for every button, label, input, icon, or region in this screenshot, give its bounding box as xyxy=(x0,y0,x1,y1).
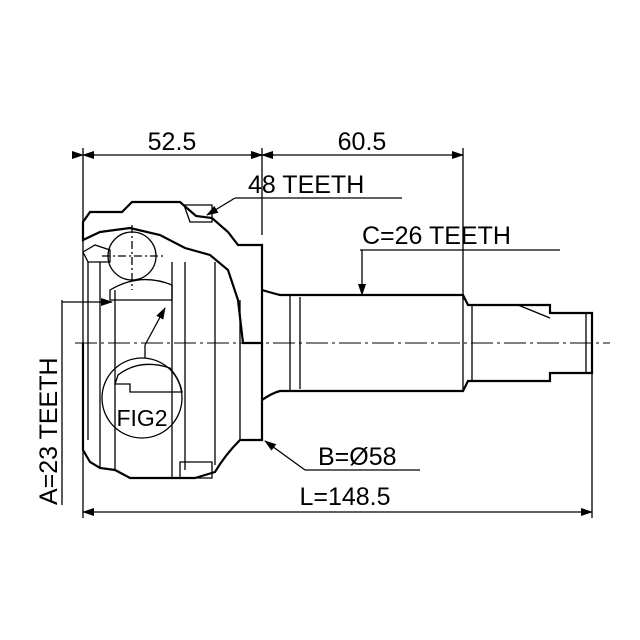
diameter-b-callout: B=Ø58 xyxy=(264,440,420,471)
spline-c-callout: C=26 TEETH xyxy=(358,222,560,296)
spline-a-label: A=23 TEETH xyxy=(35,357,63,505)
ball xyxy=(107,231,157,281)
spline-a-callout: A=23 TEETH xyxy=(35,298,113,505)
dimension-total-length: L=148.5 xyxy=(82,483,593,516)
joint-housing xyxy=(81,200,264,480)
dimension-52-5-label: 52.5 xyxy=(148,128,197,156)
shaft xyxy=(261,288,594,401)
total-length-label: L=148.5 xyxy=(299,483,390,511)
diameter-b-label: B=Ø58 xyxy=(318,443,397,471)
dimension-52-5: 52.5 xyxy=(72,128,263,159)
fig2-callout: FIG2 xyxy=(101,307,183,439)
outer-teeth-label: 48 TEETH xyxy=(248,171,364,199)
outer-teeth-callout: 48 TEETH xyxy=(206,171,402,216)
dimension-60-5: 60.5 xyxy=(82,128,464,159)
dimension-60-5-label: 60.5 xyxy=(338,128,387,156)
spline-c-label: C=26 TEETH xyxy=(362,222,511,250)
fig2-label: FIG2 xyxy=(116,405,167,431)
